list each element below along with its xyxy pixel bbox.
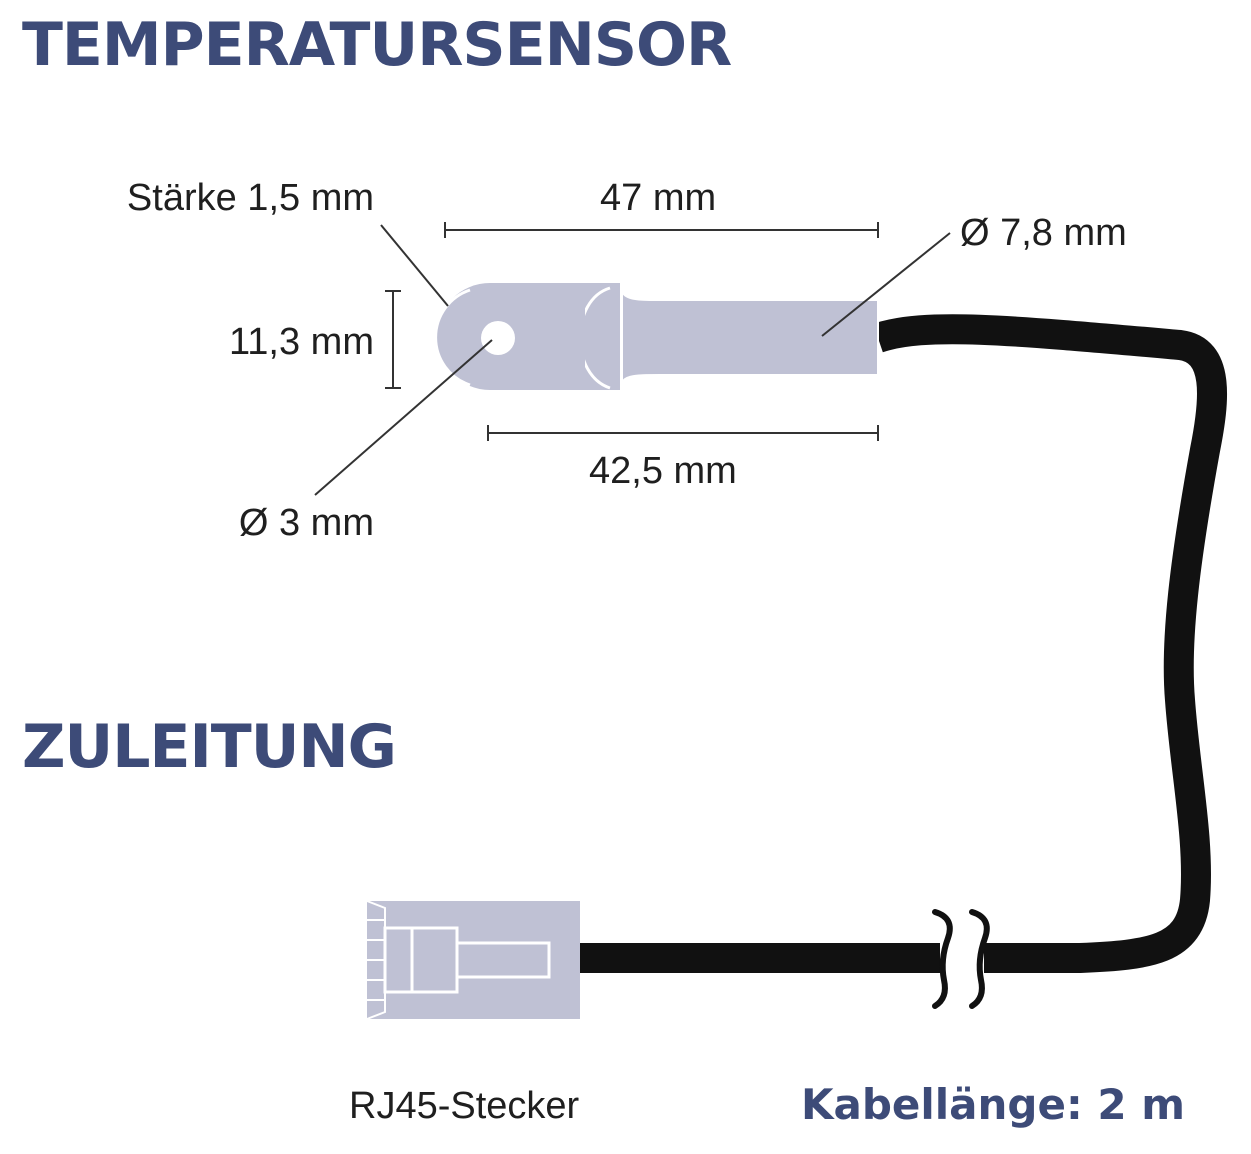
- label-cable-length: Kabellänge: 2 m: [800, 1080, 1185, 1129]
- cable: [580, 314, 1228, 973]
- title-zuleitung: ZULEITUNG: [22, 712, 397, 782]
- label-rj45-connector: RJ45-Stecker: [349, 1085, 580, 1127]
- rj45-connector: [366, 900, 580, 1020]
- label-sleeve-diameter: Ø 7,8 mm: [960, 212, 1127, 254]
- label-thickness: Stärke 1,5 mm: [126, 177, 374, 219]
- label-sleeve-length: 42,5 mm: [589, 450, 737, 492]
- mounting-hole: [481, 321, 515, 355]
- cable-break-marks: [932, 909, 990, 1009]
- title-temperatursensor: TEMPERATURSENSOR: [22, 10, 732, 80]
- label-total-length: 47 mm: [600, 177, 717, 219]
- dimension-lines: [314, 222, 951, 496]
- label-lug-height: 11,3 mm: [228, 321, 374, 363]
- label-hole-diameter: Ø 3 mm: [238, 502, 374, 544]
- sleeve: [620, 282, 879, 391]
- ring-terminal-sensor: [434, 282, 879, 391]
